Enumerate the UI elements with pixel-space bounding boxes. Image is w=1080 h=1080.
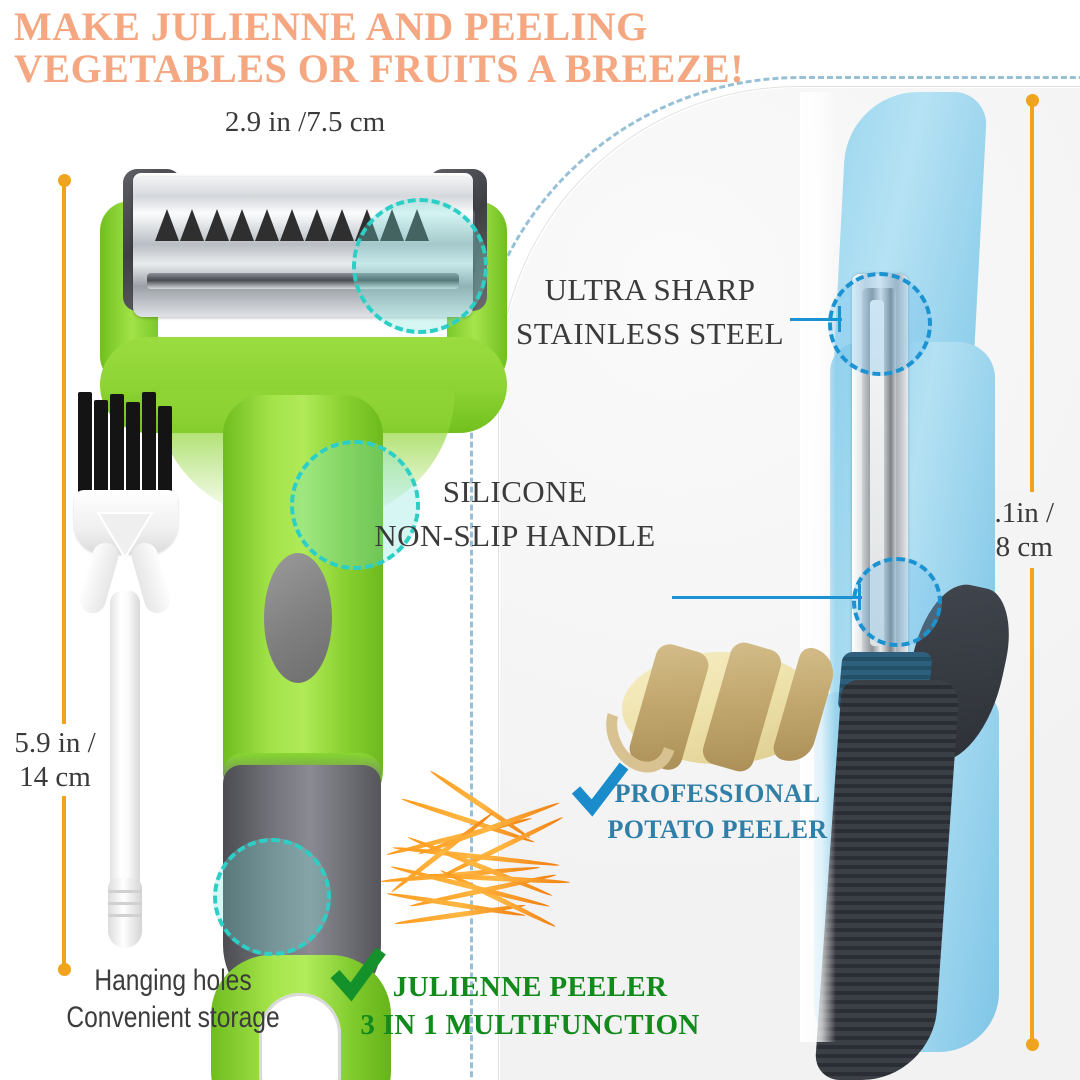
julienne-line-1: JULIENNE PEELER — [392, 971, 668, 1003]
dimension-dot-right-top — [1026, 94, 1039, 107]
check-icon-blue — [571, 762, 629, 817]
dashed-highlight-circle-hanging-hole — [213, 838, 331, 956]
brush-grip-ring — [108, 914, 142, 917]
dimension-left-line-2: 14 cm — [19, 761, 91, 793]
hanging-line-2: Convenient storage — [66, 1001, 280, 1034]
connector-line-handle — [672, 596, 862, 599]
brush-bristle — [126, 402, 140, 498]
julienne-line-2: 3 IN 1 MULTIFUNCTION — [360, 1009, 700, 1041]
feature-blade-line-1: ULTRA SHARP — [544, 272, 756, 307]
brush-grip-ring — [108, 902, 142, 905]
dimension-dot-right-bottom — [1026, 1038, 1039, 1051]
feature-hanging-holes-label: Hanging holes Convenient storage — [50, 962, 296, 1036]
image-peeled-potato — [593, 639, 840, 785]
dimension-left-line-1: 5.9 in / — [14, 727, 96, 759]
potato-peeler-line-1: PROFESSIONAL — [614, 779, 821, 808]
brush-bristle — [158, 406, 172, 498]
dimension-line-left — [62, 180, 66, 970]
brush-handle-shaft — [110, 590, 140, 920]
product-green-julienne-peeler — [95, 165, 520, 1080]
product-cleaning-brush — [70, 392, 180, 962]
brush-bristle — [110, 394, 124, 498]
peeler-gray-oval-inlay — [264, 553, 332, 683]
title-line-2: VEGETABLES OR FRUITS A BREEZE! — [14, 46, 745, 91]
feature-julienne-label: JULIENNE PEELER 3 IN 1 MULTIFUNCTION — [330, 968, 730, 1044]
title-line-1: MAKE JULIENNE AND PEELING — [14, 4, 648, 49]
dimension-dot-left-bottom — [58, 963, 71, 976]
dimension-dot-left-top — [58, 174, 71, 187]
dashed-highlight-circle-blue-blade — [828, 272, 932, 376]
dimension-line-right — [1030, 100, 1034, 1045]
page-title: MAKE JULIENNE AND PEELING VEGETABLES OR … — [14, 6, 1014, 90]
brush-bristle — [142, 392, 156, 498]
image-julienned-carrot — [378, 768, 578, 952]
connector-line-blade — [790, 318, 842, 321]
dashed-highlight-circle-blue-grip — [852, 557, 942, 647]
brush-triangle-hole-inner — [100, 514, 150, 556]
potato-peeler-line-2: POTATO PEELER — [607, 815, 828, 844]
brush-handle-end — [108, 878, 142, 948]
large-dashed-arc — [470, 76, 1080, 1080]
blue-peeler-highlight-edge — [800, 92, 836, 1042]
feature-handle-line-1: SILICONE — [442, 474, 588, 509]
feature-handle-label: SILICONE NON-SLIP HANDLE — [355, 470, 675, 558]
dashed-highlight-circle-blade — [352, 198, 488, 334]
feature-blade-line-2: STAINLESS STEEL — [516, 316, 784, 351]
brush-bristle — [94, 400, 108, 498]
dashed-highlight-circle-handle — [290, 440, 420, 570]
peeler-hanging-hole — [259, 993, 341, 1080]
feature-potato-peeler-label: PROFESSIONAL POTATO PEELER — [585, 776, 850, 848]
feature-blade-label: ULTRA SHARP STAINLESS STEEL — [490, 268, 810, 356]
dimension-label-top-width: 2.9 in /7.5 cm — [224, 106, 386, 138]
brush-bristle — [78, 392, 92, 498]
connector-tick-handle — [858, 584, 861, 610]
brush-grip-ring — [108, 890, 142, 893]
dimension-label-left-height: 5.9 in / 14 cm — [0, 724, 110, 796]
hanging-line-1: Hanging holes — [94, 964, 252, 997]
feature-handle-line-2: NON-SLIP HANDLE — [374, 518, 656, 553]
check-icon-green — [330, 947, 386, 1002]
connector-tick-blade — [838, 306, 841, 332]
